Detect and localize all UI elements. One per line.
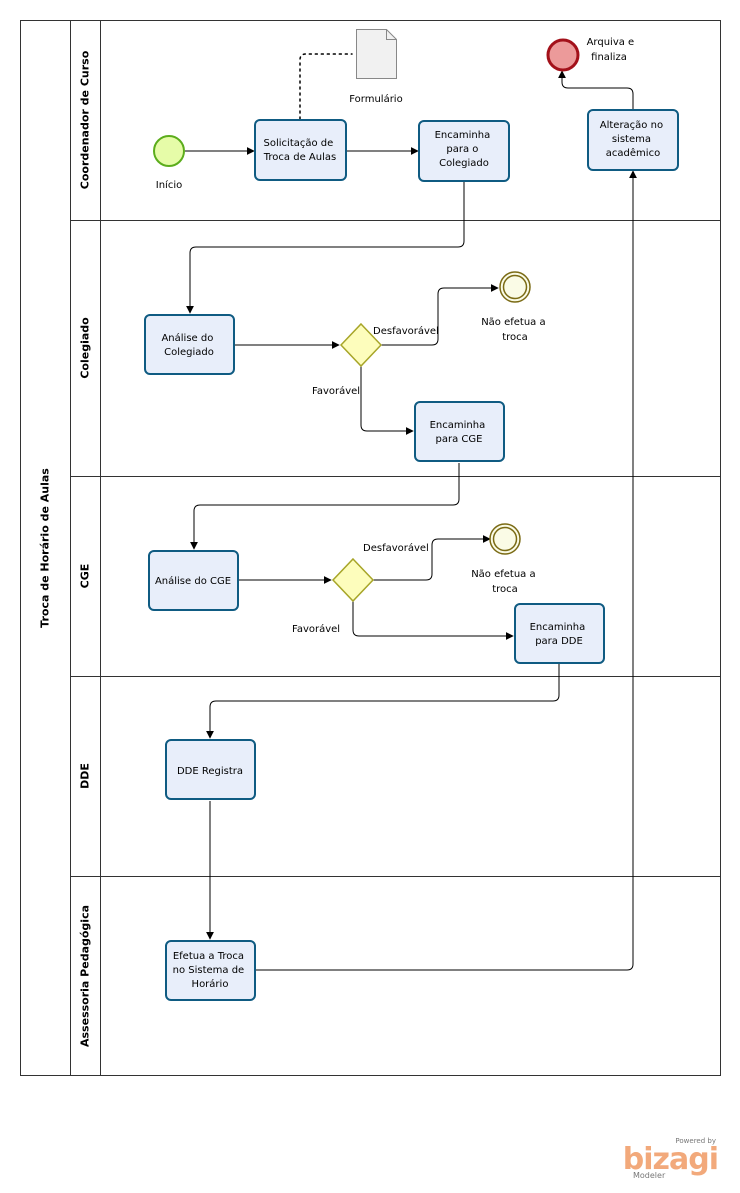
end-colegiado-icon xyxy=(499,271,531,303)
start-label: Início xyxy=(156,179,182,191)
start-event-icon xyxy=(153,135,185,167)
task-alteracao[interactable]: Alteração no sistema acadêmico xyxy=(587,109,679,171)
flow-gateway-colegiado-favorable xyxy=(360,366,414,435)
gateway-colegiado-icon xyxy=(339,322,383,368)
document-icon xyxy=(356,29,397,79)
sequence-flows xyxy=(185,70,637,971)
end-cge-label: Não efetua a troca xyxy=(471,569,539,595)
gateway-cge-favorable-label: Favorável xyxy=(292,623,340,635)
pool-title: Troca de Horário de Aulas xyxy=(39,468,52,628)
association-formulario xyxy=(299,53,353,120)
task-analise-colegiado[interactable]: Análise do Colegiado xyxy=(144,314,235,375)
gateway-colegiado-unfavorable-label: Desfavorável xyxy=(373,325,439,337)
lane-title-colegiado: Colegiado xyxy=(79,317,92,379)
svg-text:Encaminha para CGE: Encaminha para CGE xyxy=(430,420,489,445)
end-cge-icon xyxy=(489,523,521,555)
bizagi-product-text: Modeler xyxy=(633,1171,666,1180)
svg-text:DDE Registra: DDE Registra xyxy=(177,766,243,777)
flow-gateway-cge-favorable xyxy=(352,601,514,640)
gateway-cge-unfavorable-label: Desfavorável xyxy=(363,542,429,554)
task-efetua-troca[interactable]: Efetua a Troca no Sistema de Horário xyxy=(165,940,256,1001)
lane-title-assessoria: Assessoria Pedagógica xyxy=(79,905,92,1047)
task-solicitacao[interactable]: Solicitação de Troca de Aulas xyxy=(254,119,347,181)
flow-efetua-to-alteracao xyxy=(256,170,637,971)
svg-text:Efetua a Troca no Sistem: Efetua a Troca no Sistema de Horário xyxy=(173,951,248,990)
bizagi-logo: Powered by bizagi Modeler xyxy=(623,1137,719,1180)
document-label: Formulário xyxy=(349,93,402,105)
flow-gateway-colegiado-unfavorable xyxy=(381,284,499,346)
pool: Troca de Horário de Aulas xyxy=(20,20,721,1076)
bizagi-name-text: bizagi xyxy=(623,1142,718,1177)
lane-title-coordenador: Coordenador de Curso xyxy=(79,50,92,189)
lane-title-cge: CGE xyxy=(79,564,92,589)
gateway-cge-icon xyxy=(331,557,375,603)
end-arquiva-label: Arquiva e finaliza xyxy=(587,37,638,63)
flow-encaminha-cge-to-analise-cge xyxy=(190,463,460,550)
svg-text:Solicitação de Troca de: Solicitação de Troca de Aulas xyxy=(263,138,337,163)
task-dde-registra[interactable]: DDE Registra xyxy=(165,739,256,800)
svg-text:Encaminha para o C: Encaminha para o Colegiado xyxy=(435,130,494,169)
task-encaminha-colegiado[interactable]: Encaminha para o Colegiado xyxy=(418,120,510,182)
svg-text:Encaminha para DDE: Encaminha para DDE xyxy=(530,622,589,647)
end-colegiado-label: Não efetua a troca xyxy=(481,317,549,343)
end-event-icon xyxy=(546,38,580,72)
flow-gateway-cge-unfavorable xyxy=(373,535,491,581)
svg-text:Alteração no sistema: Alteração no sistema acadêmico xyxy=(600,120,667,159)
lane-title-dde: DDE xyxy=(79,763,92,789)
lane-titles: Coordenador de Curso Colegiado CGE DDE A… xyxy=(79,50,92,1047)
gateway-colegiado-favorable-label: Favorável xyxy=(312,385,360,397)
flow-encaminha-colegiado-to-analise xyxy=(186,182,465,314)
task-encaminha-cge[interactable]: Encaminha para CGE xyxy=(414,401,505,462)
flow-alteracao-to-end xyxy=(558,70,634,109)
task-analise-cge[interactable]: Análise do CGE xyxy=(148,550,239,611)
bizagi-powered-text: Powered by xyxy=(675,1137,716,1145)
task-encaminha-dde[interactable]: Encaminha para DDE xyxy=(514,603,605,664)
svg-text:Análise do Colegiado: Análise do Colegiado xyxy=(161,332,216,358)
flow-encaminha-dde-to-dde-registra xyxy=(206,664,560,739)
svg-text:Análise do CGE: Análise do CGE xyxy=(155,575,231,587)
